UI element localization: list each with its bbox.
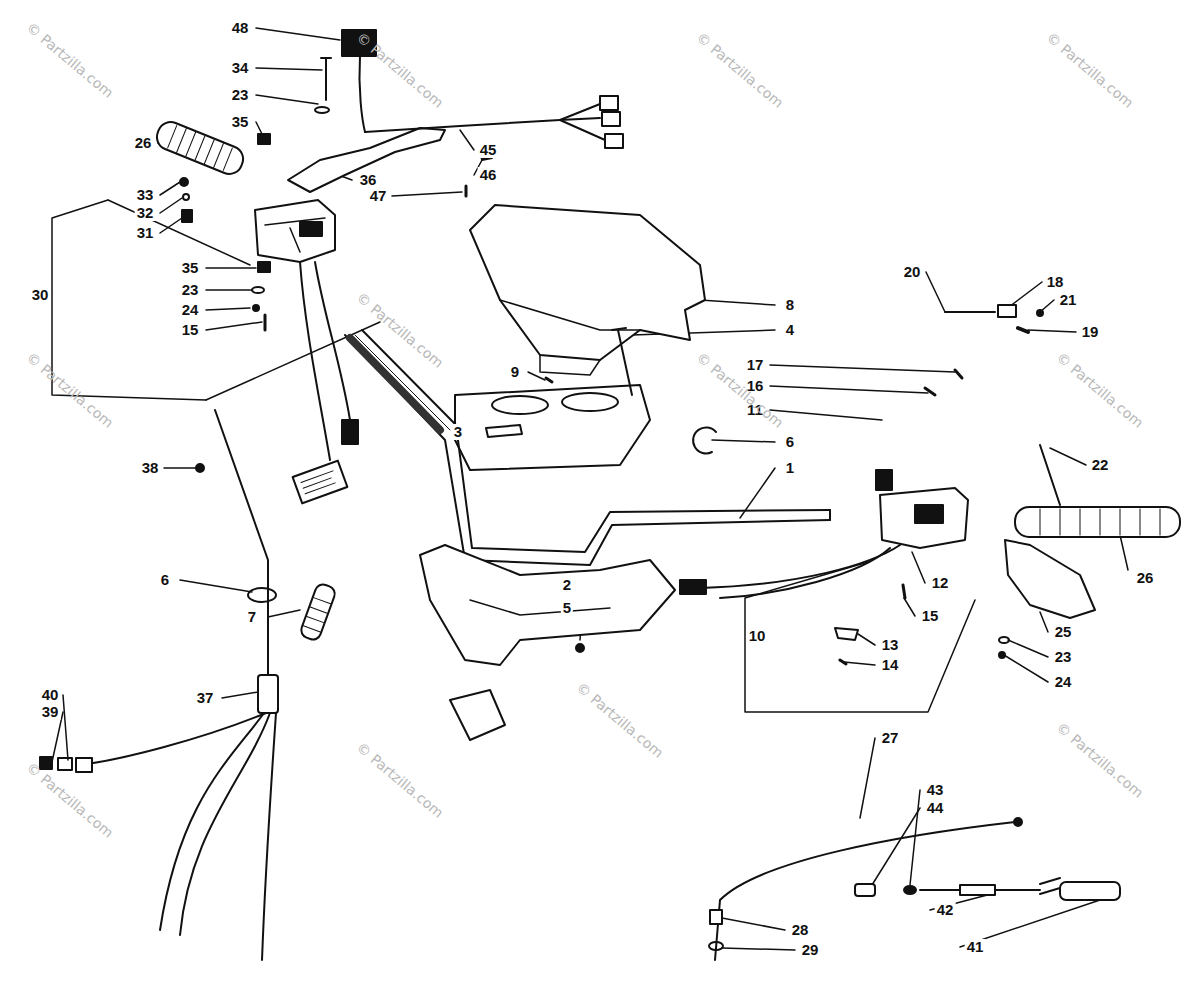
watermark: © Partzilla.com	[353, 29, 446, 111]
callout-number: 23	[230, 87, 251, 103]
callout-number: 1	[784, 460, 796, 476]
callout-number: 43	[925, 782, 946, 798]
callout-number: 39	[40, 704, 61, 720]
callout-number: 2	[561, 577, 573, 593]
callout-number: 45	[478, 142, 499, 158]
callout-number: 21	[1058, 292, 1079, 308]
callout-number: 29	[800, 942, 821, 958]
callout-number: 24	[180, 302, 201, 318]
callout-number: 33	[135, 187, 156, 203]
callout-number: 10	[747, 628, 768, 644]
callout-number: 22	[1090, 457, 1111, 473]
callout-number: 26	[1135, 570, 1156, 586]
callout-number: 5	[561, 600, 573, 616]
callout-number: 6	[159, 572, 171, 588]
leader-lines	[52, 28, 1128, 950]
callout-number: 15	[180, 322, 201, 338]
callout-number: 37	[195, 690, 216, 706]
watermark: © Partzilla.com	[23, 759, 116, 841]
callout-number: 41	[965, 939, 986, 955]
watermark: © Partzilla.com	[23, 19, 116, 101]
callout-number: 46	[478, 167, 499, 183]
watermark: © Partzilla.com	[353, 739, 446, 821]
callout-number: 12	[930, 575, 951, 591]
callout-number: 35	[230, 114, 251, 130]
callout-number: 44	[925, 800, 946, 816]
watermark: © Partzilla.com	[1043, 29, 1136, 111]
callout-number: 30	[30, 287, 51, 303]
callout-number: 4	[784, 322, 796, 338]
callout-number: 47	[368, 188, 389, 204]
callout-number: 7	[246, 609, 258, 625]
watermark: © Partzilla.com	[23, 349, 116, 431]
callout-number: 18	[1045, 274, 1066, 290]
callout-number: 38	[140, 460, 161, 476]
callout-number: 15	[920, 608, 941, 624]
callout-number: 20	[902, 264, 923, 280]
callout-number: 28	[790, 922, 811, 938]
callout-number: 9	[509, 364, 521, 380]
callout-number: 32	[135, 205, 156, 221]
callout-number: 14	[880, 657, 901, 673]
callout-number: 3	[452, 424, 464, 440]
callout-number: 27	[880, 730, 901, 746]
watermark: © Partzilla.com	[693, 29, 786, 111]
callout-number: 36	[358, 172, 379, 188]
callout-number: 24	[1053, 674, 1074, 690]
watermark: © Partzilla.com	[1053, 719, 1146, 801]
callout-number: 35	[180, 260, 201, 276]
watermark: © Partzilla.com	[693, 349, 786, 431]
callout-number: 40	[40, 687, 61, 703]
callout-number: 8	[784, 297, 796, 313]
callout-number: 25	[1053, 624, 1074, 640]
callout-number: 17	[745, 357, 766, 373]
callout-number: 31	[135, 225, 156, 241]
callout-number: 34	[230, 60, 251, 76]
callout-number: 26	[133, 135, 154, 151]
callout-number: 23	[1053, 649, 1074, 665]
callout-number: 19	[1080, 324, 1101, 340]
callout-number: 23	[180, 282, 201, 298]
callout-number: 6	[784, 434, 796, 450]
watermark: © Partzilla.com	[1053, 349, 1146, 431]
callout-number: 48	[230, 20, 251, 36]
callout-number: 42	[935, 902, 956, 918]
watermark: © Partzilla.com	[573, 679, 666, 761]
callout-number: 13	[880, 637, 901, 653]
